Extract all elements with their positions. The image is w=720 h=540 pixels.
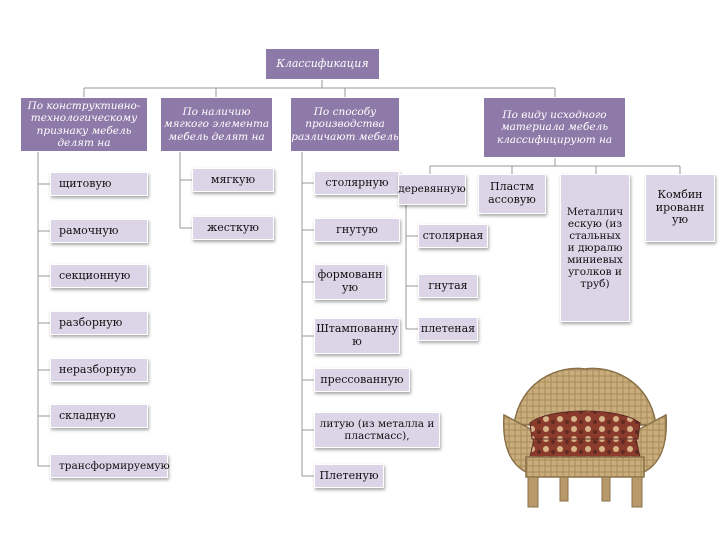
item-label: столярная xyxy=(422,228,484,242)
production-item-pressed: прессованную xyxy=(314,368,410,392)
wood-sub-wicker: плетеная xyxy=(418,317,478,341)
material-item-plastic: Пластмассовую xyxy=(478,174,546,214)
item-label: Пластмассовую xyxy=(488,180,536,206)
production-item-bent: гнутую xyxy=(314,218,400,242)
wood-sub-bent: гнутая xyxy=(418,274,478,298)
item-label: Комбинированную xyxy=(655,188,705,227)
item-label: секционную xyxy=(59,268,131,282)
item-label: складную xyxy=(59,408,116,422)
root-classification-box: Классификация xyxy=(265,48,380,80)
item-label: деревянную xyxy=(398,183,466,196)
category-label: По способу производства различают мебель xyxy=(291,106,399,143)
category-label: По виду исходного материала мебель класс… xyxy=(496,109,613,146)
material-item-combined: Комбинированную xyxy=(645,174,715,242)
softness-item-hard: жесткую xyxy=(192,216,274,240)
item-label: прессованную xyxy=(320,372,404,386)
item-label: Металлическую (из стальных и дюралюминие… xyxy=(566,205,624,291)
item-label: формованную xyxy=(317,268,383,294)
item-label: жесткую xyxy=(207,220,259,234)
item-label: неразборную xyxy=(59,362,137,376)
construction-item-non-collapsible: неразборную xyxy=(50,358,148,382)
item-label: мягкую xyxy=(210,172,256,186)
production-item-wicker: Плетеную xyxy=(314,464,384,488)
production-item-stamped: Штампованную xyxy=(314,318,400,354)
wicker-sofa-photo xyxy=(502,367,668,508)
root-label: Классификация xyxy=(276,56,369,70)
construction-item-folding: складную xyxy=(50,404,148,428)
item-label: разборную xyxy=(59,315,123,329)
category-construction-box: По конструктивно-технологическому призна… xyxy=(20,97,148,152)
material-item-wood: деревянную xyxy=(398,174,466,205)
construction-item-transformable: трансформируемую xyxy=(50,454,170,478)
softness-item-soft: мягкую xyxy=(192,168,274,192)
item-label: гнутая xyxy=(428,278,468,292)
item-label: плетеная xyxy=(420,321,476,335)
production-item-joinery: столярную xyxy=(314,171,400,195)
production-item-molded: формованную xyxy=(314,264,386,300)
item-label: трансформируемую xyxy=(59,459,170,472)
category-label: По конструктивно-технологическому призна… xyxy=(27,100,141,149)
material-item-metal: Металлическую (из стальных и дюралюминие… xyxy=(560,174,630,322)
item-label: Плетеную xyxy=(319,468,379,482)
item-label: рамочную xyxy=(59,223,119,237)
item-label: столярную xyxy=(325,175,389,189)
construction-item-collapsible: разборную xyxy=(50,311,148,335)
item-label: гнутую xyxy=(336,222,378,236)
item-label: Штампованную xyxy=(316,322,398,348)
category-production-box: По способу производства различают мебель xyxy=(290,97,400,152)
category-label: По наличию мягкого элемента мебель делят… xyxy=(163,106,270,143)
construction-item-sectional: секционную xyxy=(50,264,148,288)
item-label: щитовую xyxy=(59,176,112,190)
wood-sub-joinery: столярная xyxy=(418,224,488,248)
item-label: литую (из металла и пластмасс), xyxy=(319,417,435,442)
construction-item-panel: щитовую xyxy=(50,172,148,196)
category-softness-box: По наличию мягкого элемента мебель делят… xyxy=(160,97,273,152)
production-item-cast: литую (из металла и пластмасс), xyxy=(314,412,440,448)
construction-item-frame: рамочную xyxy=(50,219,148,243)
category-material-box: По виду исходного материала мебель класс… xyxy=(483,97,626,158)
